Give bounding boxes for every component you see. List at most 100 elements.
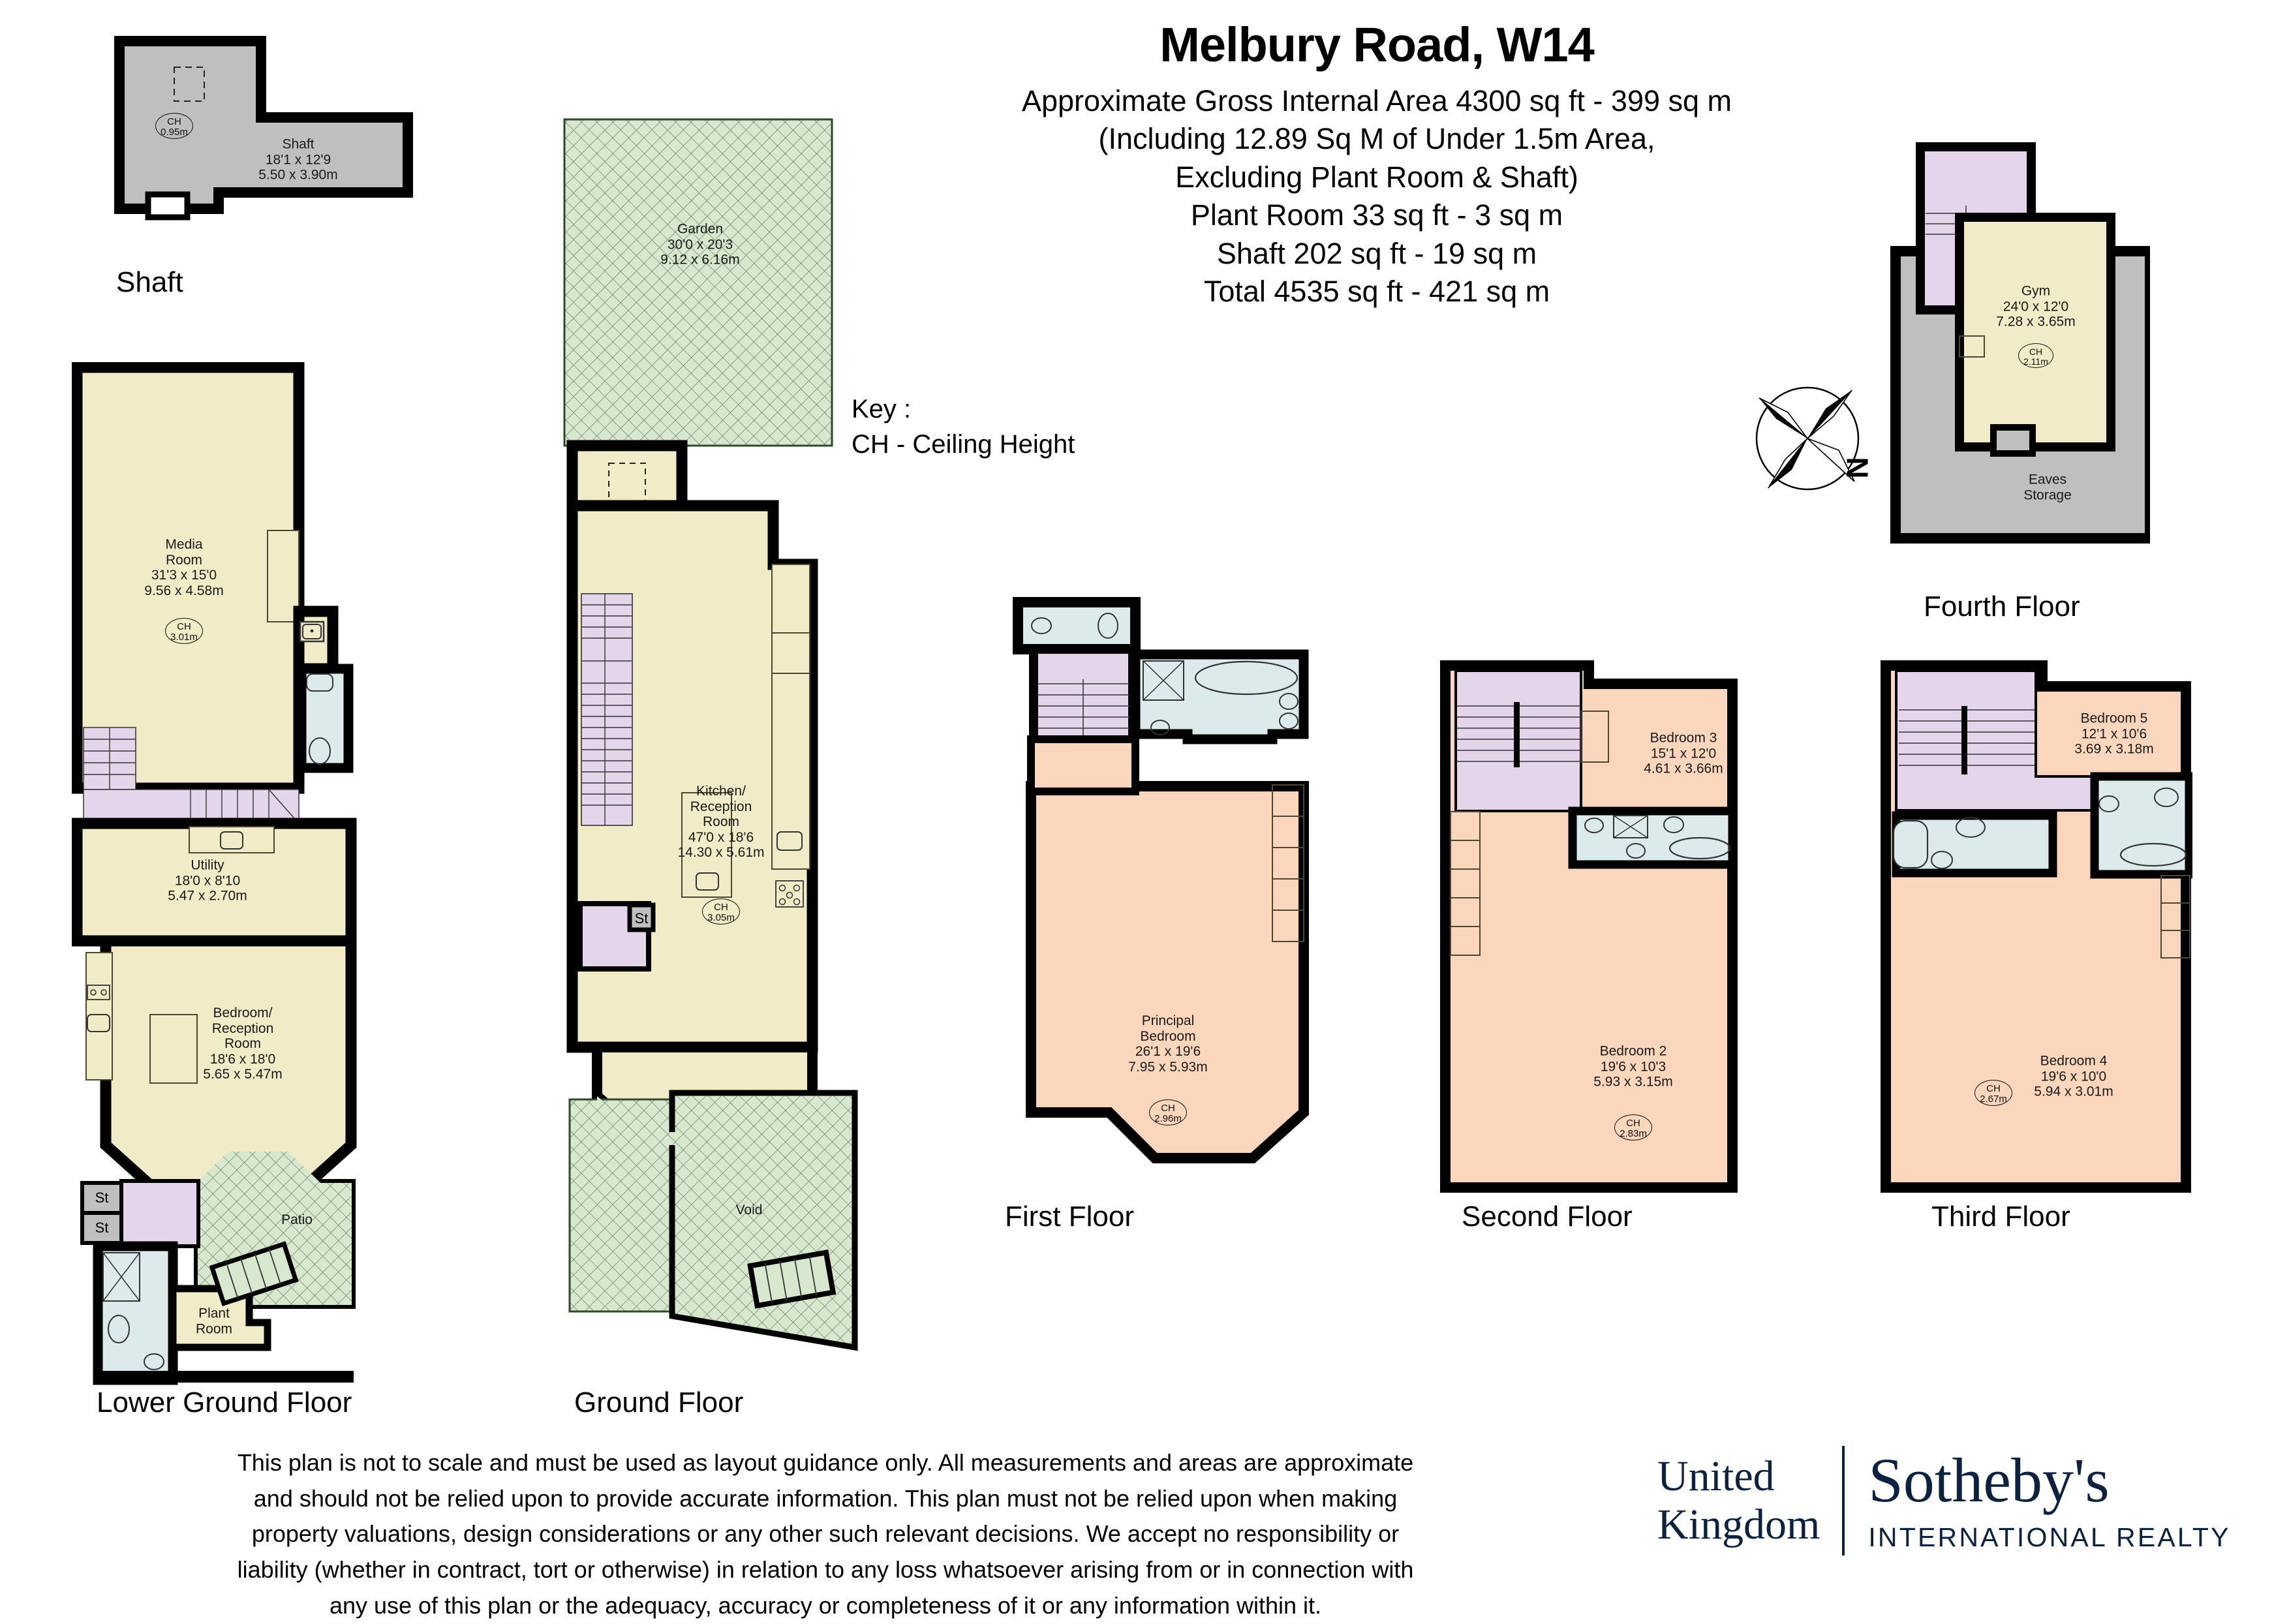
ceiling-height-badge-media-room: CH 3.01m bbox=[165, 618, 203, 644]
room-name-line2: Room bbox=[195, 1321, 233, 1336]
compass-north-label: N bbox=[1840, 457, 1875, 479]
room-dim-m: 9.56 x 4.58m bbox=[144, 583, 224, 598]
key-heading: Key : bbox=[852, 395, 912, 423]
room-dim-m: 4.61 x 3.66m bbox=[1644, 761, 1723, 776]
room-name-line2: Storage bbox=[2023, 487, 2072, 502]
room-name-line2: Reception bbox=[211, 1020, 274, 1036]
floorplan-third: Bedroom 5 12'1 x 10'6 3.69 x 3.18m Bedro… bbox=[1879, 659, 2192, 1194]
room-dim-ft: 24'0 x 12'0 bbox=[2003, 299, 2069, 314]
ceiling-height-badge-gym: CH 2.11m bbox=[2018, 343, 2053, 368]
storage-label-st-1: St bbox=[95, 1189, 109, 1206]
floorplan-second: Bedroom 3 15'1 x 12'0 4.61 x 3.66m Bedro… bbox=[1439, 659, 1739, 1194]
ch-abbr: CH bbox=[1986, 1083, 2001, 1094]
floorplan-first: Principal Bedroom 26'1 x 19'6 7.95 x 5.9… bbox=[992, 597, 1318, 1204]
ch-value: 2.96m bbox=[1154, 1112, 1182, 1124]
room-dim-ft: 19'6 x 10'3 bbox=[1600, 1059, 1667, 1075]
summary-line-1: Approximate Gross Internal Area 4300 sq … bbox=[1021, 84, 1732, 117]
room-dim-ft: 18'6 x 18'0 bbox=[209, 1051, 276, 1067]
room-name: Patio bbox=[281, 1212, 313, 1228]
floorplan-lower-ground: Media Room 31'3 x 15'0 9.56 x 4.58m CH 3… bbox=[72, 362, 411, 1393]
ceiling-height-badge-bedroom-2: CH 2.83m bbox=[1614, 1114, 1652, 1141]
room-name-line2: Room bbox=[165, 552, 203, 568]
header-block: Melbury Road, W14 Approximate Gross Inte… bbox=[927, 20, 1827, 311]
room-dim-ft: 31'3 x 15'0 bbox=[151, 568, 217, 583]
room-label-bedroom-5: Bedroom 5 12'1 x 10'6 3.69 x 3.18m bbox=[2074, 711, 2153, 758]
room-label-bedroom-3: Bedroom 3 15'1 x 12'0 4.61 x 3.66m bbox=[1644, 731, 1723, 777]
room-name-line1: Plant bbox=[198, 1306, 230, 1321]
brand-name: Sotheby's bbox=[1868, 1445, 2110, 1515]
room-label-eaves-storage: Eaves Storage bbox=[2023, 472, 2072, 502]
storage-label-st-2: St bbox=[95, 1219, 109, 1236]
room-name: Bedroom 3 bbox=[1650, 730, 1717, 746]
ch-abbr: CH bbox=[714, 902, 728, 913]
room-dim-ft: 19'6 x 10'0 bbox=[2040, 1069, 2107, 1084]
room-name: Bedroom 4 bbox=[2040, 1053, 2108, 1069]
room-dim-m: 5.50 x 3.90m bbox=[258, 167, 338, 183]
floorplan-fourth: Gym 24'0 x 12'0 7.28 x 3.65m CH 2.11m Ea… bbox=[1889, 140, 2150, 571]
room-dim-m: 7.28 x 3.65m bbox=[1996, 314, 2076, 329]
summary-line-4: Plant Room 33 sq ft - 3 sq m bbox=[1190, 198, 1563, 232]
ch-abbr: CH bbox=[2029, 346, 2043, 357]
room-dim-ft: 30'0 x 20'3 bbox=[667, 237, 733, 253]
ch-abbr: CH bbox=[1161, 1103, 1175, 1114]
room-name-line1: Eaves bbox=[2028, 472, 2067, 487]
ch-abbr: CH bbox=[177, 621, 191, 632]
floor-caption-first: First Floor bbox=[1005, 1201, 1134, 1233]
ch-value: 3.05m bbox=[707, 912, 735, 923]
room-dim-ft: 26'1 x 19'6 bbox=[1135, 1044, 1201, 1059]
room-name: Void bbox=[735, 1203, 763, 1218]
room-name: Utility bbox=[191, 857, 224, 873]
ceiling-height-badge-bedroom-4: CH 2.67m bbox=[1974, 1080, 2012, 1106]
ceiling-height-badge-kitchen: CH 3.05m bbox=[702, 898, 740, 925]
room-dim-m: 5.47 x 2.70m bbox=[168, 888, 247, 904]
room-name-line1: Principal bbox=[1141, 1013, 1195, 1028]
room-name-line2: Reception bbox=[690, 799, 752, 814]
room-label-bedroom-4: Bedroom 4 19'6 x 10'0 5.94 x 3.01m bbox=[2034, 1054, 2113, 1100]
room-dim-m: 14.30 x 5.61m bbox=[677, 845, 765, 861]
ceiling-height-badge-shaft: CH 0.95m bbox=[155, 113, 193, 139]
room-dim-ft: 15'1 x 12'0 bbox=[1650, 746, 1717, 761]
ch-value: 2.11m bbox=[2023, 356, 2048, 367]
room-label-plant-room: Plant Room bbox=[196, 1306, 232, 1336]
room-dim-m: 7.95 x 5.93m bbox=[1128, 1059, 1208, 1075]
floor-caption-third: Third Floor bbox=[1931, 1201, 2070, 1233]
room-dim-m: 5.93 x 3.15m bbox=[1593, 1074, 1673, 1090]
room-label-media-room: Media Room 31'3 x 15'0 9.56 x 4.58m bbox=[144, 537, 223, 598]
room-dim-m: 3.69 x 3.18m bbox=[2074, 741, 2154, 757]
brand-logo: United Kingdom Sotheby's INTERNATIONAL R… bbox=[1657, 1429, 2232, 1572]
room-dim-m: 5.94 x 3.01m bbox=[2034, 1084, 2113, 1099]
room-dim-ft: 47'0 x 18'6 bbox=[688, 829, 754, 845]
room-label-kitchen-reception: Kitchen/ Reception Room 47'0 x 18'6 14.3… bbox=[677, 784, 764, 861]
room-label-principal-bedroom: Principal Bedroom 26'1 x 19'6 7.95 x 5.9… bbox=[1128, 1013, 1207, 1075]
room-dim-m: 5.65 x 5.47m bbox=[203, 1067, 283, 1082]
key-legend: Key : CH - Ceiling Height bbox=[852, 391, 1075, 462]
room-label-shaft: Shaft 18'1 x 12'9 5.50 x 3.90m bbox=[258, 137, 337, 183]
page-title: Melbury Road, W14 bbox=[1160, 18, 1595, 72]
room-name: Bedroom 5 bbox=[2080, 711, 2148, 726]
room-name-line2: Bedroom bbox=[1140, 1028, 1196, 1044]
room-name: Shaft bbox=[282, 136, 315, 152]
room-label-garden: Garden 30'0 x 20'3 9.12 x 6.16m bbox=[660, 222, 739, 268]
room-label-bedroom-reception: Bedroom/ Reception Room 18'6 x 18'0 5.65… bbox=[203, 1005, 282, 1082]
ch-value: 2.83m bbox=[1620, 1127, 1647, 1139]
floor-caption-shaft: Shaft bbox=[116, 266, 183, 298]
floor-caption-fourth: Fourth Floor bbox=[1924, 590, 2080, 622]
room-label-bedroom-2: Bedroom 2 19'6 x 10'3 5.93 x 3.15m bbox=[1593, 1044, 1672, 1090]
ch-abbr: CH bbox=[167, 116, 181, 127]
room-dim-ft: 18'0 x 8'10 bbox=[174, 873, 241, 889]
brand-sothebys: Sotheby's INTERNATIONAL REALTY bbox=[1845, 1445, 2230, 1553]
ch-value: 3.01m bbox=[170, 631, 198, 643]
room-label-void: Void bbox=[736, 1203, 763, 1218]
room-name-line3: Room bbox=[702, 814, 740, 830]
area-summary: Approximate Gross Internal Area 4300 sq … bbox=[927, 82, 1827, 311]
room-dim-m: 9.12 x 6.16m bbox=[660, 252, 740, 268]
ceiling-height-badge-principal: CH 2.96m bbox=[1149, 1099, 1187, 1126]
ch-value: 0.95m bbox=[161, 126, 188, 138]
floor-caption-second: Second Floor bbox=[1462, 1201, 1633, 1233]
brand-region-line2: Kingdom bbox=[1657, 1501, 1820, 1548]
brand-region-line1: United bbox=[1657, 1452, 1775, 1501]
room-name-line1: Kitchen/ bbox=[696, 784, 746, 799]
ch-abbr: CH bbox=[1626, 1118, 1640, 1129]
room-name: Bedroom 2 bbox=[1599, 1043, 1667, 1059]
room-name-line3: Room bbox=[224, 1036, 262, 1052]
